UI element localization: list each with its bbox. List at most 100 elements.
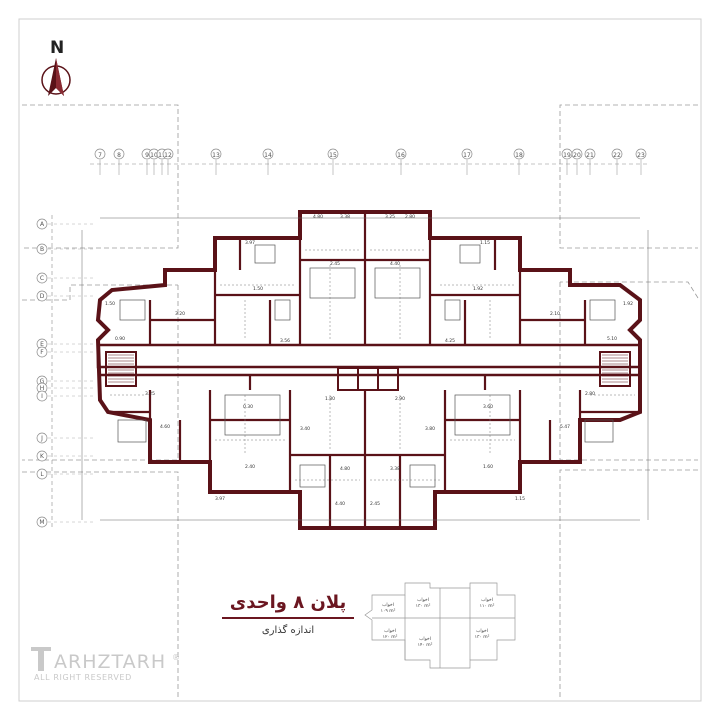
svg-text:B: B: [40, 246, 44, 253]
key-plan-unit-area: ۱۳۰ m²: [475, 634, 490, 640]
dimension-labels: 4.80 3.38 3.25 2.80 3.97 1.15 2.45 4.40 1.50 1.92…: [105, 214, 633, 507]
svg-text:23: 23: [637, 152, 645, 159]
grid-bubble-left: J: [36, 432, 95, 444]
key-plan-unit-label: اخواب: [382, 603, 394, 608]
grid-bubble-top: 10: [148, 148, 160, 175]
dimension-label: 4.80: [313, 214, 323, 220]
svg-text:K: K: [40, 453, 45, 460]
site-outline-top-right: [559, 104, 698, 249]
dimension-label: 5.47: [560, 424, 570, 430]
svg-text:12: 12: [164, 152, 172, 159]
brand-logo-icon: [31, 647, 51, 671]
grid-bubble-left: L: [36, 468, 95, 480]
dimension-label: 3.97: [245, 240, 255, 246]
north-label: N: [50, 38, 65, 58]
dimension-label: 1.50: [253, 286, 263, 292]
dimension-label: 1.80: [325, 396, 335, 402]
svg-text:16: 16: [397, 152, 405, 159]
svg-text:13: 13: [212, 152, 220, 159]
stair-left: [105, 351, 137, 387]
svg-text:L: L: [40, 471, 44, 478]
svg-text:A: A: [40, 221, 45, 228]
svg-text:14: 14: [264, 152, 272, 159]
grid-bubble-top: 16: [395, 148, 407, 175]
stair-right: [599, 351, 631, 387]
grid-bubble-left: M: [36, 516, 95, 528]
dimension-label: 2.80: [585, 391, 595, 397]
svg-text:11: 11: [158, 152, 166, 159]
dimension-label: 1.15: [515, 496, 525, 502]
grid-bubble-top: 20: [571, 148, 583, 175]
dimension-label: 1.92: [473, 286, 483, 292]
grid-bubble-left: D: [36, 290, 95, 302]
dimension-label: 3.40: [300, 426, 310, 432]
key-plan-unit-label: اخواب: [417, 598, 429, 603]
site-outline-top-left: [22, 104, 179, 249]
dimension-label: 3.60: [483, 404, 493, 410]
site-outlines: [22, 104, 699, 700]
grid-bubble-left: F: [36, 346, 95, 358]
svg-text:F: F: [40, 349, 44, 356]
grid-bubble-top: 13: [210, 148, 222, 175]
grid-bubble-top: 15: [327, 148, 339, 175]
key-plan-unit-area: ۱۳۰ m²: [416, 603, 431, 609]
elevator-core: [337, 367, 399, 391]
key-plan-unit-label: اخواب: [476, 629, 488, 634]
grid-bubble-top: 8: [113, 148, 125, 175]
dimension-label: 4.60: [160, 424, 170, 430]
dimension-label: 2.40: [245, 464, 255, 470]
dimension-label: 1.50: [105, 301, 115, 307]
svg-text:10: 10: [150, 152, 158, 159]
building-plan: [81, 210, 649, 530]
interior-walls: [108, 212, 640, 528]
svg-text:M: M: [39, 519, 44, 526]
svg-text:8: 8: [117, 152, 121, 159]
grid-bubble-top: 17: [461, 148, 473, 175]
grid-bubble-top: 22: [611, 148, 623, 175]
dimension-label: 4.40: [335, 501, 345, 507]
building-outer-wall: [95, 210, 642, 530]
dimension-label: 3.38: [390, 466, 400, 472]
key-plan-unit-area: ۱۲۰ m²: [383, 635, 398, 640]
title-underline: [222, 617, 354, 619]
dimension-label: 2.45: [330, 261, 340, 267]
svg-text:20: 20: [573, 152, 581, 159]
svg-text:21: 21: [586, 152, 594, 159]
key-plan: [364, 582, 516, 669]
svg-text:H: H: [40, 385, 45, 392]
grid-bubble-top: 7: [94, 148, 106, 175]
key-plan-unit-label: اخواب: [419, 637, 431, 642]
dimension-label: 2.90: [395, 396, 405, 402]
grid-bubble-top: 18: [513, 148, 525, 175]
dimension-label: 1.15: [480, 240, 490, 246]
plan-subtitle: اندازه گذاری: [261, 625, 315, 636]
dimension-label: 1.92: [623, 301, 633, 307]
dimension-label: 3.38: [340, 214, 350, 220]
dimension-label: 3.80: [425, 426, 435, 432]
dimension-label: 2.10: [550, 311, 560, 317]
svg-text:9: 9: [145, 152, 149, 159]
svg-text:I: I: [41, 393, 43, 400]
grid-bubble-top: 21: [584, 148, 596, 175]
svg-text:17: 17: [463, 152, 471, 159]
svg-text:22: 22: [613, 152, 621, 159]
key-plan-unit-area: ۱۴۰ m²: [418, 643, 433, 648]
key-plan-unit-label: اخواب: [384, 629, 396, 634]
dimension-chains: [81, 217, 649, 521]
grid-bubble-top: 19: [561, 148, 573, 175]
svg-text:19: 19: [563, 152, 571, 159]
room-dimension-lines: [110, 249, 635, 481]
sheet-border: [18, 18, 702, 702]
dimension-label: 2.80: [405, 214, 415, 220]
dimension-label: 3.25: [145, 391, 155, 397]
grid-bubble-top: 23: [635, 148, 647, 175]
svg-text:C: C: [40, 275, 44, 282]
dimension-label: 3.25: [385, 214, 395, 220]
svg-text:J: J: [40, 435, 43, 442]
grid-bubble-left: B: [36, 243, 95, 255]
